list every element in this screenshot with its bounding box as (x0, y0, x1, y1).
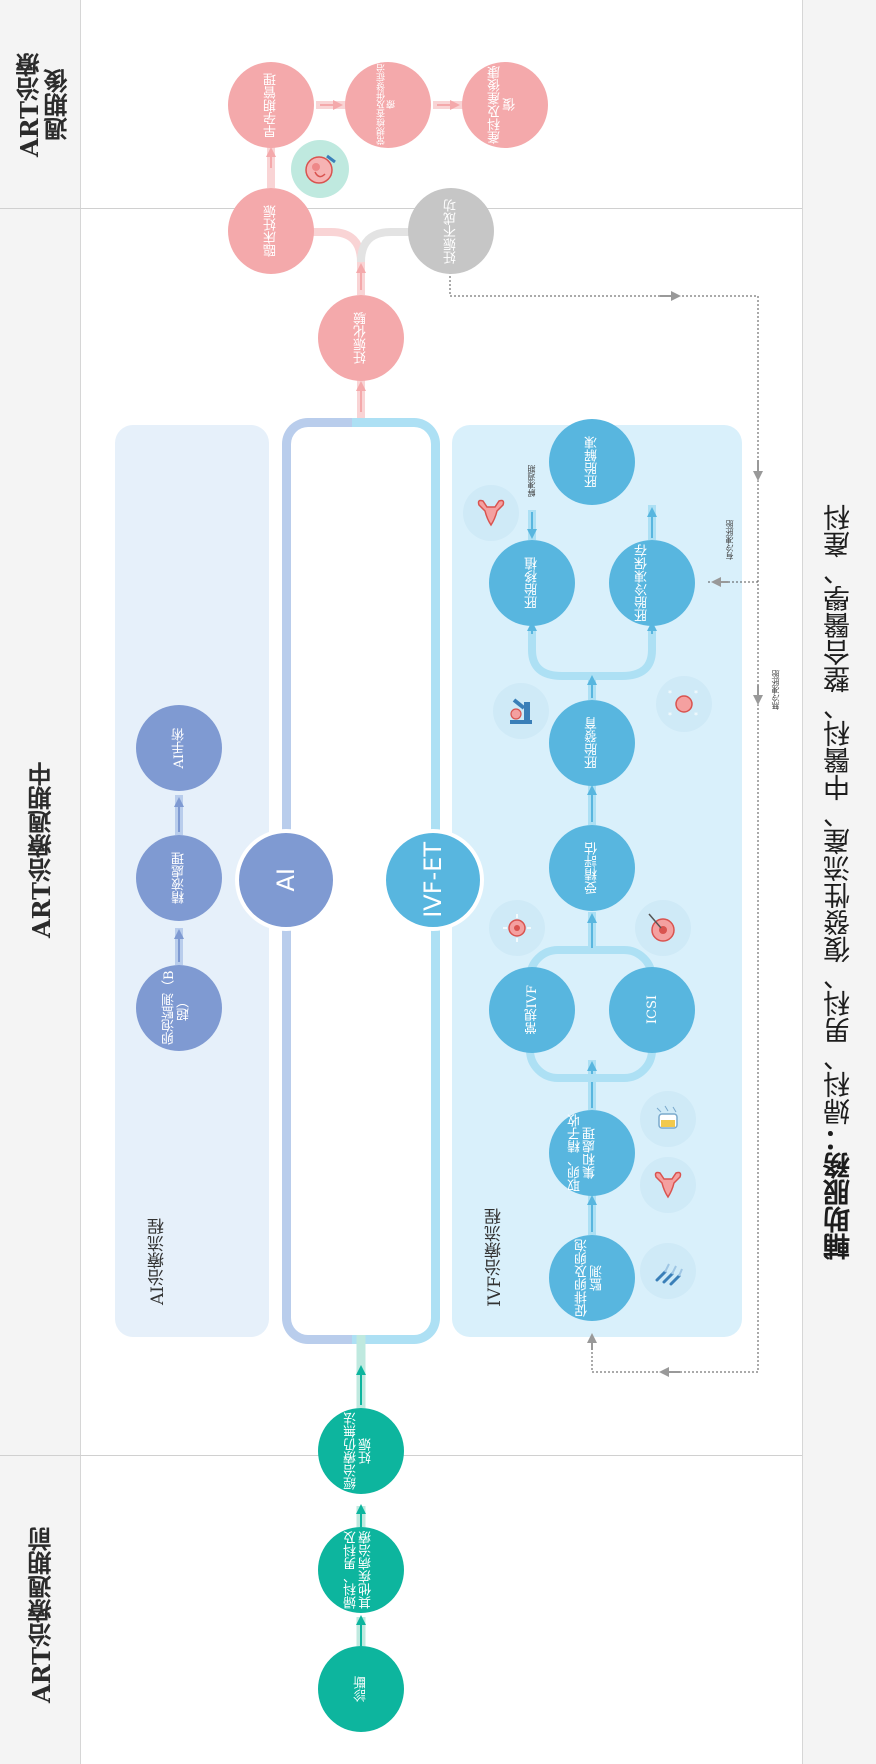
footer-band (802, 0, 876, 1764)
frozen-embryo-note: 有冷凍胚胎 (725, 520, 734, 560)
pregnancy-failed-node: 妊娠不成功 (408, 188, 494, 274)
fertilization-assessment-node: 受精評估 (549, 825, 635, 911)
fetus-ultrasound-icon (291, 140, 349, 198)
ovulation-induction-node: 促排卵及卵泡監測 (549, 1235, 635, 1321)
embryo-thawing-node: 胚胎解凍 (549, 419, 635, 505)
obstetrics-recovery-node: 產科及產後康復 (462, 62, 548, 148)
egg-sperm-retrieval-node: 取卵、精子收集和處理 (549, 1110, 635, 1196)
egg-sperm-icon (489, 900, 545, 956)
ai-hub-node: AI (235, 829, 337, 931)
embryo-freezing-node: 胚胎冷凍保存 (609, 540, 695, 626)
embryo-development-node: 胚胎發育 (549, 700, 635, 786)
thaw-cycle-note: 解凍週期 (527, 465, 536, 497)
auxiliary-services: 輔助服務：婦科、男科、復發性流產、中醫科、整合醫學、產科 (805, 0, 873, 1764)
ai-flow-title: AI治療流程 (148, 1218, 168, 1305)
auxiliary-services-list: 婦科、男科、復發性流產、中醫科、整合醫學、產科 (823, 504, 855, 1125)
stage-divider-top (0, 208, 802, 209)
failure-return-loop (449, 264, 763, 1377)
routine-checks-node: 常規檢查及併發症治療 (345, 62, 431, 148)
svg-text:*: * (668, 711, 672, 720)
conventional-ivf-node: 常規IVF (489, 967, 575, 1053)
auxiliary-services-label: 輔助服務： (823, 1125, 855, 1260)
semen-processing-node: 精液處理 (136, 835, 222, 921)
svg-text:*: * (694, 689, 698, 698)
gyn-andro-treatment-node: 婦科、男科及其他疾病治療 (318, 1527, 404, 1613)
clinical-pregnancy-node: 臨床妊娠 (228, 188, 314, 274)
icsi-needle-icon (635, 900, 691, 956)
ivf-flow-title: IVF治療流程 (485, 1208, 505, 1307)
thaw-uterus-icon (463, 485, 519, 541)
diagnosis-node: 診斷 (318, 1646, 404, 1732)
early-pregnancy-management-node: 早孕期管理 (228, 62, 314, 148)
microscope-icon (493, 683, 549, 739)
embryo-transfer-node: 胚胎移植 (489, 540, 575, 626)
follicle-monitoring-node: 卵泡監測（B超） (136, 965, 222, 1051)
uterus-icon (640, 1157, 696, 1213)
syringe-icon (640, 1243, 696, 1299)
icsi-node: ICSI (609, 967, 695, 1053)
outcome-links (266, 100, 463, 418)
stage-band-left (0, 0, 81, 1764)
ivf-et-hub-node: IVF-ET (382, 829, 484, 931)
sperm-tube-icon (640, 1091, 696, 1147)
still-not-pregnant-node: 經治療仍無法妊娠 (318, 1408, 404, 1494)
ai-surgery-node: AI手術 (136, 705, 222, 791)
frozen-embryo-icon: * * * * (656, 676, 712, 732)
svg-text:*: * (668, 689, 672, 698)
svg-text:*: * (694, 711, 698, 720)
no-frozen-embryo-note: 無冷凍胚胎 (771, 670, 780, 710)
pregnancy-test-node: 妊娠化驗 (318, 295, 404, 381)
